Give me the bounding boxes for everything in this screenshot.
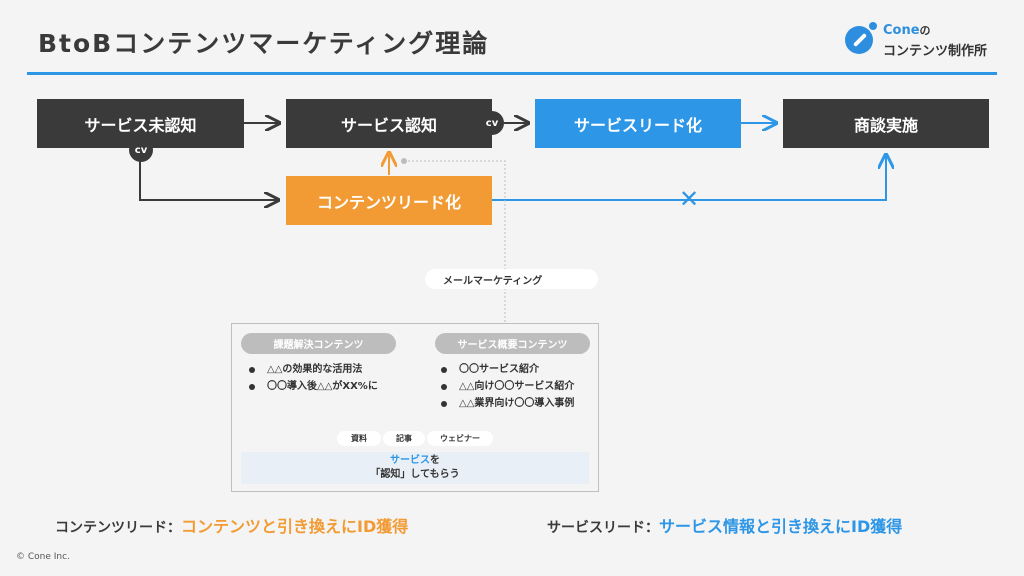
caption-value: サービス情報と引き換えにID獲得 (659, 517, 903, 536)
caption-key: サービスリード： (547, 520, 659, 536)
stage-service-aware: サービス認知 (286, 99, 492, 148)
logo-line2: コンテンツ制作所 (883, 44, 988, 59)
cv-badge-1: cv (129, 138, 153, 162)
list-item: △△業界向け〇〇導入事例 (441, 395, 574, 412)
connector-dot (401, 158, 407, 164)
stage-content-lead: コンテンツリード化 (286, 176, 492, 225)
brand-logo: Coneの コンテンツ制作所 (845, 22, 1005, 62)
logo-dot-icon (869, 22, 877, 30)
copyright: © Cone Inc. (16, 552, 70, 562)
tag-document: 資料 (337, 431, 381, 446)
left-content-list: △△の効果的な活用法 〇〇導入後△△がXX%に (249, 361, 378, 395)
arrow-content-lead-to-meeting (492, 155, 886, 201)
logo-line1: Coneの (883, 22, 931, 38)
goal-line2: 「認知」してもらう (370, 469, 460, 480)
tag-article: 記事 (383, 431, 425, 446)
title-underline (27, 72, 997, 75)
pill-problem-solving: 課題解決コンテンツ (241, 333, 396, 354)
caption-key: コンテンツリード： (55, 520, 181, 536)
tag-webinar: ウェビナー (427, 431, 493, 446)
caption-value: コンテンツと引き換えにID獲得 (181, 517, 409, 536)
list-item: 〇〇サービス紹介 (441, 361, 574, 378)
mail-marketing-label: メールマーケティング (425, 269, 598, 289)
goal-highlight: サービス (390, 455, 430, 466)
list-item: 〇〇導入後△△がXX%に (249, 378, 378, 395)
goal-box: サービスを 「認知」してもらう (241, 452, 589, 484)
arrow-unaware-to-content-lead (139, 160, 278, 200)
logo-brand-text: Cone (883, 23, 920, 38)
logo-no-text: の (919, 24, 931, 37)
list-item: △△の効果的な活用法 (249, 361, 378, 378)
page-title: BtoBコンテンツマーケティング理論 (38, 29, 490, 58)
cv-badge-2: cv (480, 111, 504, 135)
content-panel: 課題解決コンテンツ サービス概要コンテンツ △△の効果的な活用法 〇〇導入後△△… (231, 323, 599, 492)
goal-rest: を (430, 455, 440, 466)
right-content-list: 〇〇サービス紹介 △△向け〇〇サービス紹介 △△業界向け〇〇導入事例 (441, 361, 574, 412)
pill-service-overview: サービス概要コンテンツ (435, 333, 590, 354)
list-item: △△向け〇〇サービス紹介 (441, 378, 574, 395)
goal-line1: サービスを (390, 454, 440, 468)
logo-mark-icon (845, 26, 873, 54)
blocked-x-icon: ✕ (678, 185, 700, 213)
stage-service-lead: サービスリード化 (535, 99, 741, 148)
caption-content-lead: コンテンツリード：コンテンツと引き換えにID獲得 (55, 513, 408, 537)
stage-business-meeting: 商談実施 (783, 99, 989, 148)
caption-service-lead: サービスリード：サービス情報と引き換えにID獲得 (547, 513, 902, 537)
